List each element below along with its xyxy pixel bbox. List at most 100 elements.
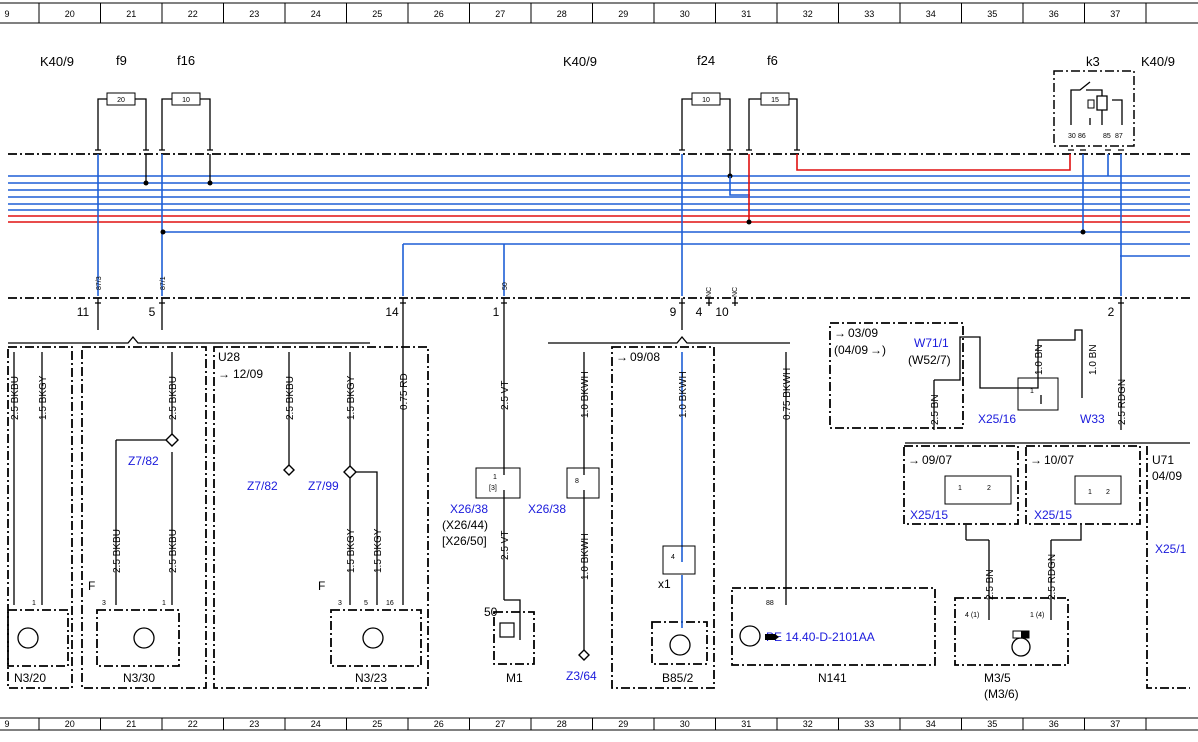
- comp-m1: M1: [506, 671, 523, 685]
- svg-text:1.0 BKWH: 1.0 BKWH: [678, 371, 689, 418]
- svg-text:2.5 BKBU: 2.5 BKBU: [168, 529, 179, 573]
- bottom-ruler-number: 9: [4, 719, 9, 729]
- num-11: 11: [77, 305, 90, 319]
- svg-text:1.0 BN: 1.0 BN: [1088, 344, 1099, 375]
- bottom-ruler-number: 21: [126, 719, 136, 729]
- component-symbols: [17, 622, 1031, 657]
- svg-text:20: 20: [117, 97, 125, 104]
- label-f24: f24: [697, 53, 715, 68]
- svg-text:F: F: [318, 579, 325, 593]
- bottom-ruler-number: 23: [249, 719, 259, 729]
- ref-x25-16: X25/16: [978, 412, 1016, 426]
- bottom-ruler-number: 34: [926, 719, 936, 729]
- pin-nc-1: NC: [706, 287, 713, 297]
- label-f16: f16: [177, 53, 195, 68]
- ref-z7-82b: Z7/82: [247, 479, 278, 493]
- bottom-ruler-number: 37: [1110, 719, 1120, 729]
- top-ruler-number: 31: [741, 9, 751, 19]
- top-ruler-number: 24: [311, 9, 321, 19]
- label-f9: f9: [116, 53, 127, 68]
- variant-10-07: 10/07: [1044, 453, 1074, 467]
- svg-text:1: 1: [493, 474, 497, 481]
- svg-text:1: 1: [1088, 489, 1092, 496]
- svg-text:2.5 BN: 2.5 BN: [930, 394, 941, 425]
- variant-09-07: 09/07: [922, 453, 952, 467]
- pin-50: 50: [502, 282, 509, 290]
- ref-x26-38a: X26/38: [450, 502, 488, 516]
- svg-text:1: 1: [1030, 388, 1034, 395]
- svg-text:4 (1): 4 (1): [965, 612, 979, 619]
- bottom-ruler-number: 25: [372, 719, 382, 729]
- arrow-10-07: →: [1030, 453, 1042, 467]
- label-k40-mid: K40/9: [563, 54, 597, 69]
- svg-text:50: 50: [484, 605, 498, 619]
- top-ruler-number: 26: [434, 9, 444, 19]
- ref-pe-document: PE 14.40-D-2101AA: [766, 630, 875, 644]
- comp-n3-20: N3/20: [14, 671, 46, 685]
- pin-nc-2: NC: [732, 287, 739, 297]
- svg-text:15: 15: [771, 97, 779, 104]
- svg-text:2: 2: [1106, 489, 1110, 496]
- bottom-ruler-number: 24: [311, 719, 321, 729]
- fuse-f9: 20: [97, 92, 147, 150]
- top-ruler-number: 21: [126, 9, 136, 19]
- comp-n3-30: N3/30: [123, 671, 155, 685]
- ref-w71-1: W71/1: [914, 336, 949, 350]
- num-2: 2: [1108, 305, 1115, 319]
- arrow-03-09: →: [834, 326, 846, 340]
- variant-u28: U28: [218, 350, 240, 364]
- ref-x25-15a: X25/15: [910, 508, 948, 522]
- arrow-12-09: →: [218, 367, 230, 381]
- svg-text:F: F: [88, 579, 95, 593]
- svg-text:1.5 BKGY: 1.5 BKGY: [38, 375, 49, 420]
- svg-text:1: 1: [32, 600, 36, 607]
- comp-b85-2: B85/2: [662, 671, 694, 685]
- svg-text:2.5 VT: 2.5 VT: [500, 381, 511, 410]
- comp-m3-5: M3/5: [984, 671, 1011, 685]
- top-ruler-number: 27: [495, 9, 505, 19]
- variant-u71: U71: [1152, 453, 1174, 467]
- svg-text:87: 87: [1115, 133, 1123, 140]
- num-5: 5: [149, 305, 156, 319]
- relay-k3: 30 86 85 87: [1053, 70, 1135, 151]
- top-ruler-number: 29: [618, 9, 628, 19]
- svg-text:1.5 BKGY: 1.5 BKGY: [373, 528, 384, 573]
- svg-text:3: 3: [102, 600, 106, 607]
- svg-text:2.5 RDGN: 2.5 RDGN: [1117, 379, 1128, 425]
- bottom-ruler-number: 20: [65, 719, 75, 729]
- bottom-ruler-number: 28: [557, 719, 567, 729]
- svg-text:1.0 BN: 1.0 BN: [1034, 344, 1045, 375]
- connector-terminals: [95, 298, 1124, 330]
- svg-text:2.5 BKBU: 2.5 BKBU: [112, 529, 123, 573]
- svg-text:0.75 BKWH: 0.75 BKWH: [782, 368, 793, 420]
- ref-z3-64: Z3/64: [566, 669, 597, 683]
- bottom-ruler-number: 31: [741, 719, 751, 729]
- svg-text:1.5 BKGY: 1.5 BKGY: [346, 528, 357, 573]
- svg-text:1 (4): 1 (4): [1030, 612, 1044, 619]
- bottom-ruler-number: 32: [803, 719, 813, 729]
- svg-text:2: 2: [987, 485, 991, 492]
- num-10: 10: [715, 305, 729, 319]
- top-ruler-number: 30: [680, 9, 690, 19]
- variant-04-09: (04/09: [834, 343, 868, 357]
- arrow-04-09: →): [870, 343, 886, 357]
- svg-text:2.5 VT: 2.5 VT: [500, 531, 511, 560]
- variant-12-09: 12/09: [233, 367, 263, 381]
- comp-n141: N141: [818, 671, 847, 685]
- variant-03-09: 03/09: [848, 326, 878, 340]
- svg-text:0.75 RD: 0.75 RD: [399, 373, 410, 410]
- svg-text:10: 10: [702, 97, 710, 104]
- svg-text:88: 88: [766, 600, 774, 607]
- num-14: 14: [385, 305, 399, 319]
- vertical-wires-lower: [13, 320, 1122, 650]
- svg-text:2.5 BKBU: 2.5 BKBU: [285, 376, 296, 420]
- top-ruler-number: 22: [188, 9, 198, 19]
- svg-text:3: 3: [338, 600, 342, 607]
- comp-n3-23: N3/23: [355, 671, 387, 685]
- ref-labels: Z7/82 Z7/82 Z7/99 X26/38 X26/38 (X26/44)…: [128, 336, 1187, 683]
- lower-boxes: [7, 322, 1190, 689]
- hand-pointer-icon: [765, 634, 779, 640]
- top-ruler-number: 20: [65, 9, 75, 19]
- svg-text:1.0 BKWH: 1.0 BKWH: [580, 533, 591, 580]
